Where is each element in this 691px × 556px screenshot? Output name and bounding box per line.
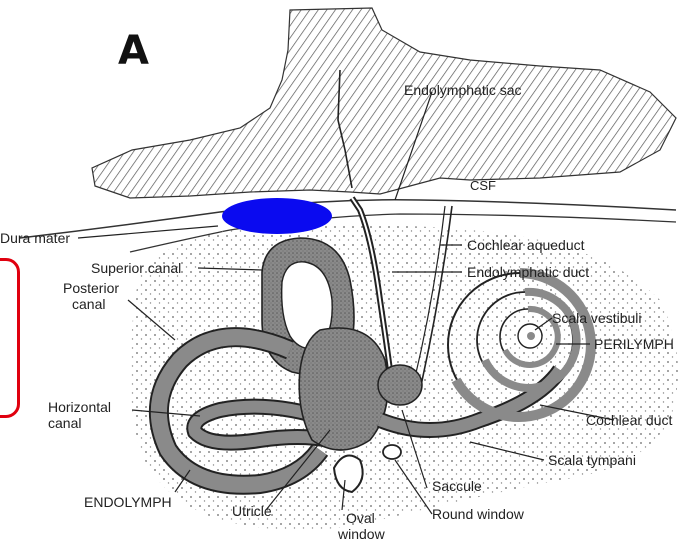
label-superior-canal: Superior canal	[91, 260, 181, 276]
label-endolymphatic-duct: Endolymphatic duct	[467, 264, 589, 280]
saccule	[378, 365, 422, 405]
label-posterior-canal-1: Posterior	[63, 280, 119, 296]
label-endolymph: ENDOLYMPH	[84, 494, 172, 510]
label-utricle: Utricle	[232, 503, 272, 519]
label-oval-window-1: Oval	[346, 510, 375, 526]
label-horizontal-canal-1: Horizontal	[48, 399, 111, 415]
label-posterior-canal-2: canal	[72, 296, 105, 312]
label-horizontal-canal-2: canal	[48, 415, 81, 431]
label-scala-tympani: Scala tympani	[548, 452, 636, 468]
panel-letter: A	[118, 28, 149, 74]
label-endolymphatic-sac: Endolymphatic sac	[404, 82, 522, 98]
label-cochlear-aqueduct: Cochlear aqueduct	[467, 237, 585, 253]
label-saccule: Saccule	[432, 478, 482, 494]
label-perilymph: PERILYMPH	[594, 336, 674, 352]
red-highlight-box	[0, 258, 20, 418]
label-cochlear-duct: Cochlear duct	[586, 412, 672, 428]
label-oval-window-2: window	[338, 526, 385, 542]
label-scala-vestibuli: Scala vestibuli	[552, 310, 642, 326]
label-dura-mater: Dura mater	[0, 230, 70, 246]
round-window	[383, 445, 401, 459]
label-csf: CSF	[470, 178, 496, 194]
utricle	[299, 328, 388, 450]
label-round-window: Round window	[432, 506, 524, 522]
hatched-bone	[92, 8, 676, 198]
blue-marker	[222, 198, 332, 234]
